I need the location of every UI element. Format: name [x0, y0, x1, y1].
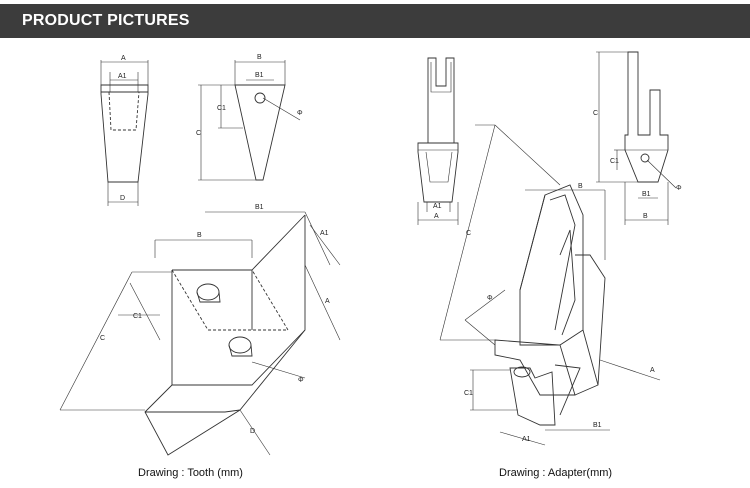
label-adapter-side-B: B	[643, 213, 648, 220]
label-adapter-front-A1: A1	[433, 203, 442, 210]
label-adapter-side-phi: Φ	[676, 185, 682, 192]
label-adapter-iso-C1: C1	[464, 390, 473, 397]
label-tooth-iso-A: A	[325, 298, 330, 305]
label-tooth-iso-A1: A1	[320, 230, 329, 237]
tooth-front-view	[100, 60, 149, 206]
label-adapter-iso-B: B	[578, 183, 583, 190]
label-tooth-iso-D: D	[250, 428, 255, 435]
tooth-drawing-caption: Drawing : Tooth (mm)	[138, 467, 243, 479]
adapter-isometric-view	[439, 124, 661, 446]
label-adapter-iso-A1: A1	[522, 436, 531, 443]
label-adapter-iso-phi: Φ	[487, 295, 493, 302]
label-tooth-side-phi: Φ	[297, 110, 303, 117]
header-bar: PRODUCT PICTURES	[0, 4, 750, 38]
label-tooth-iso-C1: C1	[133, 313, 142, 320]
label-tooth-side-C: C	[196, 130, 201, 137]
tooth-side-view	[198, 60, 301, 181]
label-adapter-iso-A: A	[650, 367, 655, 374]
label-tooth-side-B: B	[257, 54, 262, 61]
label-adapter-side-B1: B1	[642, 191, 651, 198]
label-tooth-iso-C: C	[100, 335, 105, 342]
label-adapter-front-A: A	[434, 213, 439, 220]
label-tooth-side-C1: C1	[217, 105, 226, 112]
label-tooth-side-B1: B1	[255, 72, 264, 79]
adapter-side-view	[596, 51, 677, 225]
adapter-front-view	[417, 57, 459, 225]
adapter-drawing-caption: Drawing : Adapter(mm)	[499, 467, 613, 479]
label-tooth-iso-phi: Φ	[298, 377, 304, 384]
label-tooth-iso-B: B	[197, 232, 202, 239]
label-adapter-side-C1: C1	[610, 158, 619, 165]
label-tooth-front-D: D	[120, 195, 125, 202]
tooth-isometric-view	[59, 211, 341, 456]
page-title: PRODUCT PICTURES	[22, 12, 190, 29]
label-tooth-iso-B1: B1	[255, 204, 264, 211]
label-adapter-side-C: C	[593, 110, 598, 117]
label-tooth-front-A: A	[121, 55, 126, 62]
label-tooth-front-A1: A1	[118, 73, 127, 80]
label-adapter-iso-B1: B1	[593, 422, 602, 429]
label-adapter-iso-C: C	[466, 230, 471, 237]
